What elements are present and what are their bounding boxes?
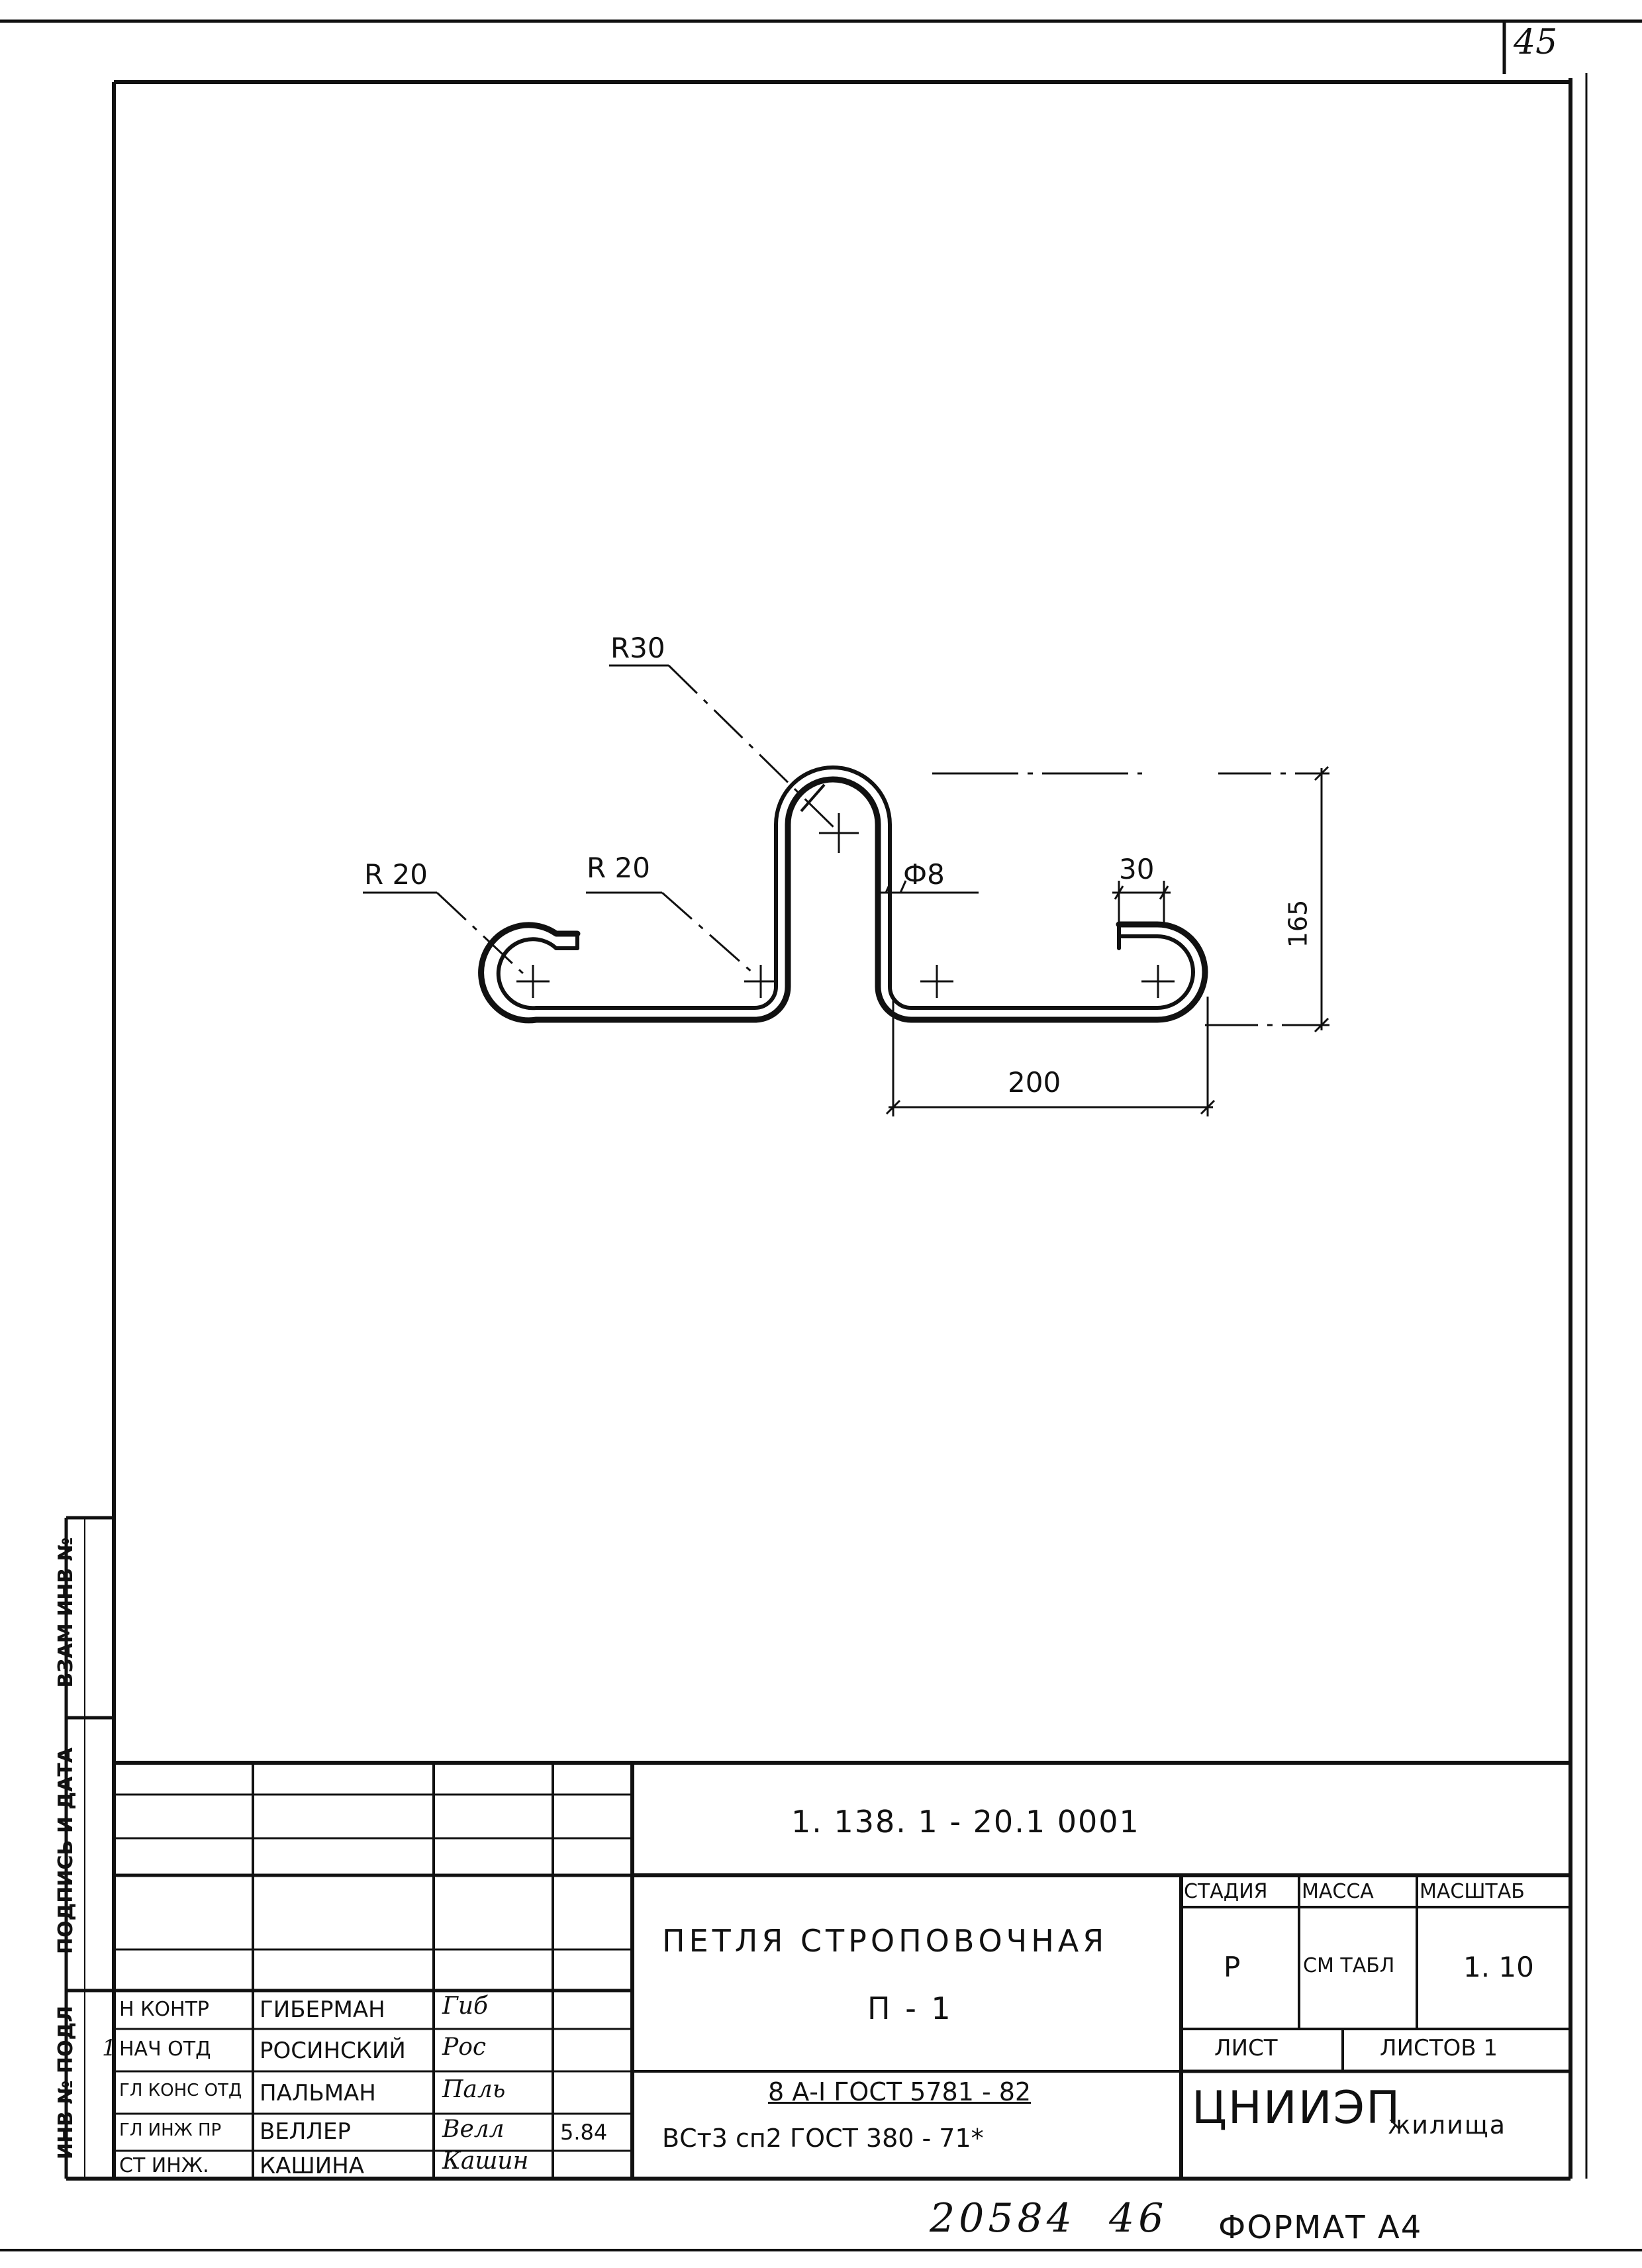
diameter-phi8-label: Ф8 — [903, 858, 945, 891]
material-line2: ВСт3 сп2 ГОСТ 380 - 71* — [662, 2124, 984, 2153]
radius-r30-label: R30 — [610, 632, 665, 664]
listov-label: ЛИСТОВ 1 — [1380, 2035, 1498, 2061]
signer-name-1: ГИБЕРМАН — [260, 1997, 385, 2023]
signer-name-4: ВЕЛЛЕР — [260, 2118, 351, 2145]
document-designation: 1. 138. 1 - 20.1 0001 — [791, 1804, 1140, 1840]
organization-sub: жилища — [1388, 2110, 1506, 2140]
massa-label: МАССА — [1302, 1880, 1374, 1903]
dimension-30-label: 30 — [1119, 853, 1155, 885]
signer-role-3: ГЛ КОНС ОТД — [119, 2081, 242, 2100]
signer-signature-2: Рос — [442, 2034, 487, 2061]
material-line1: 8 А-I ГОСТ 5781 - 82 — [768, 2077, 1032, 2106]
stadia-label: СТАДИЯ — [1184, 1880, 1268, 1903]
signer-role-1: Н КОНТР — [119, 1998, 209, 2021]
document-title-line1: ПЕТЛЯ СТРОПОВОЧНАЯ — [662, 1923, 1108, 1959]
signer-signature-5: Кашин — [442, 2147, 529, 2175]
document-title-line2: П - 1 — [867, 1991, 953, 2026]
signer-name-2: РОСИНСКИЙ — [260, 2038, 406, 2064]
row-margin-mark: 1 — [102, 2035, 117, 2061]
signer-signature-3: Паль — [442, 2076, 506, 2103]
signer-role-2: НАЧ ОТД — [119, 2038, 211, 2061]
signer-signature-1: Гиб — [442, 1993, 488, 2020]
masshtab-label: МАСШТАБ — [1420, 1880, 1525, 1903]
stadia-value: Р — [1224, 1951, 1241, 1983]
radius-r20-left-label: R 20 — [364, 858, 428, 891]
signer-signature-4: Велл — [442, 2116, 505, 2143]
handwritten-archive-number: 20584 46 — [930, 2195, 1168, 2242]
list-label: ЛИСТ — [1214, 2035, 1278, 2061]
side-stamp-podpis-data: ПОДПИСЬ И ДАТА — [54, 1747, 77, 1955]
side-stamp-vzam-inv: ВЗАМ ИНВ № — [54, 1537, 77, 1688]
radius-r20-mid-label: R 20 — [587, 852, 650, 884]
dimension-165-label: 165 — [1283, 899, 1313, 948]
organization-main: ЦНИИЭП — [1192, 2082, 1402, 2134]
signer-role-4: ГЛ ИНЖ ПР — [119, 2120, 222, 2140]
loop-inner-contour — [496, 765, 1195, 1011]
dimension-200-label: 200 — [1008, 1066, 1061, 1099]
signer-name-3: ПАЛЬМАН — [260, 2080, 376, 2106]
sheet-corner-number: 45 — [1514, 23, 1558, 62]
side-stamp-inv-podl: ИНВ № ПОДЛ — [54, 2005, 77, 2160]
signer-name-5: КАШИНА — [260, 2153, 365, 2179]
massa-value: СМ ТАБЛ — [1303, 1954, 1395, 1977]
signer-role-5: СТ ИНЖ. — [119, 2154, 209, 2177]
masshtab-value: 1. 10 — [1463, 1951, 1534, 1983]
signature-date: 5.84 — [560, 2120, 608, 2145]
loop-outer-contour — [478, 776, 1208, 1024]
format-label: ФОРМАТ А4 — [1218, 2209, 1423, 2246]
